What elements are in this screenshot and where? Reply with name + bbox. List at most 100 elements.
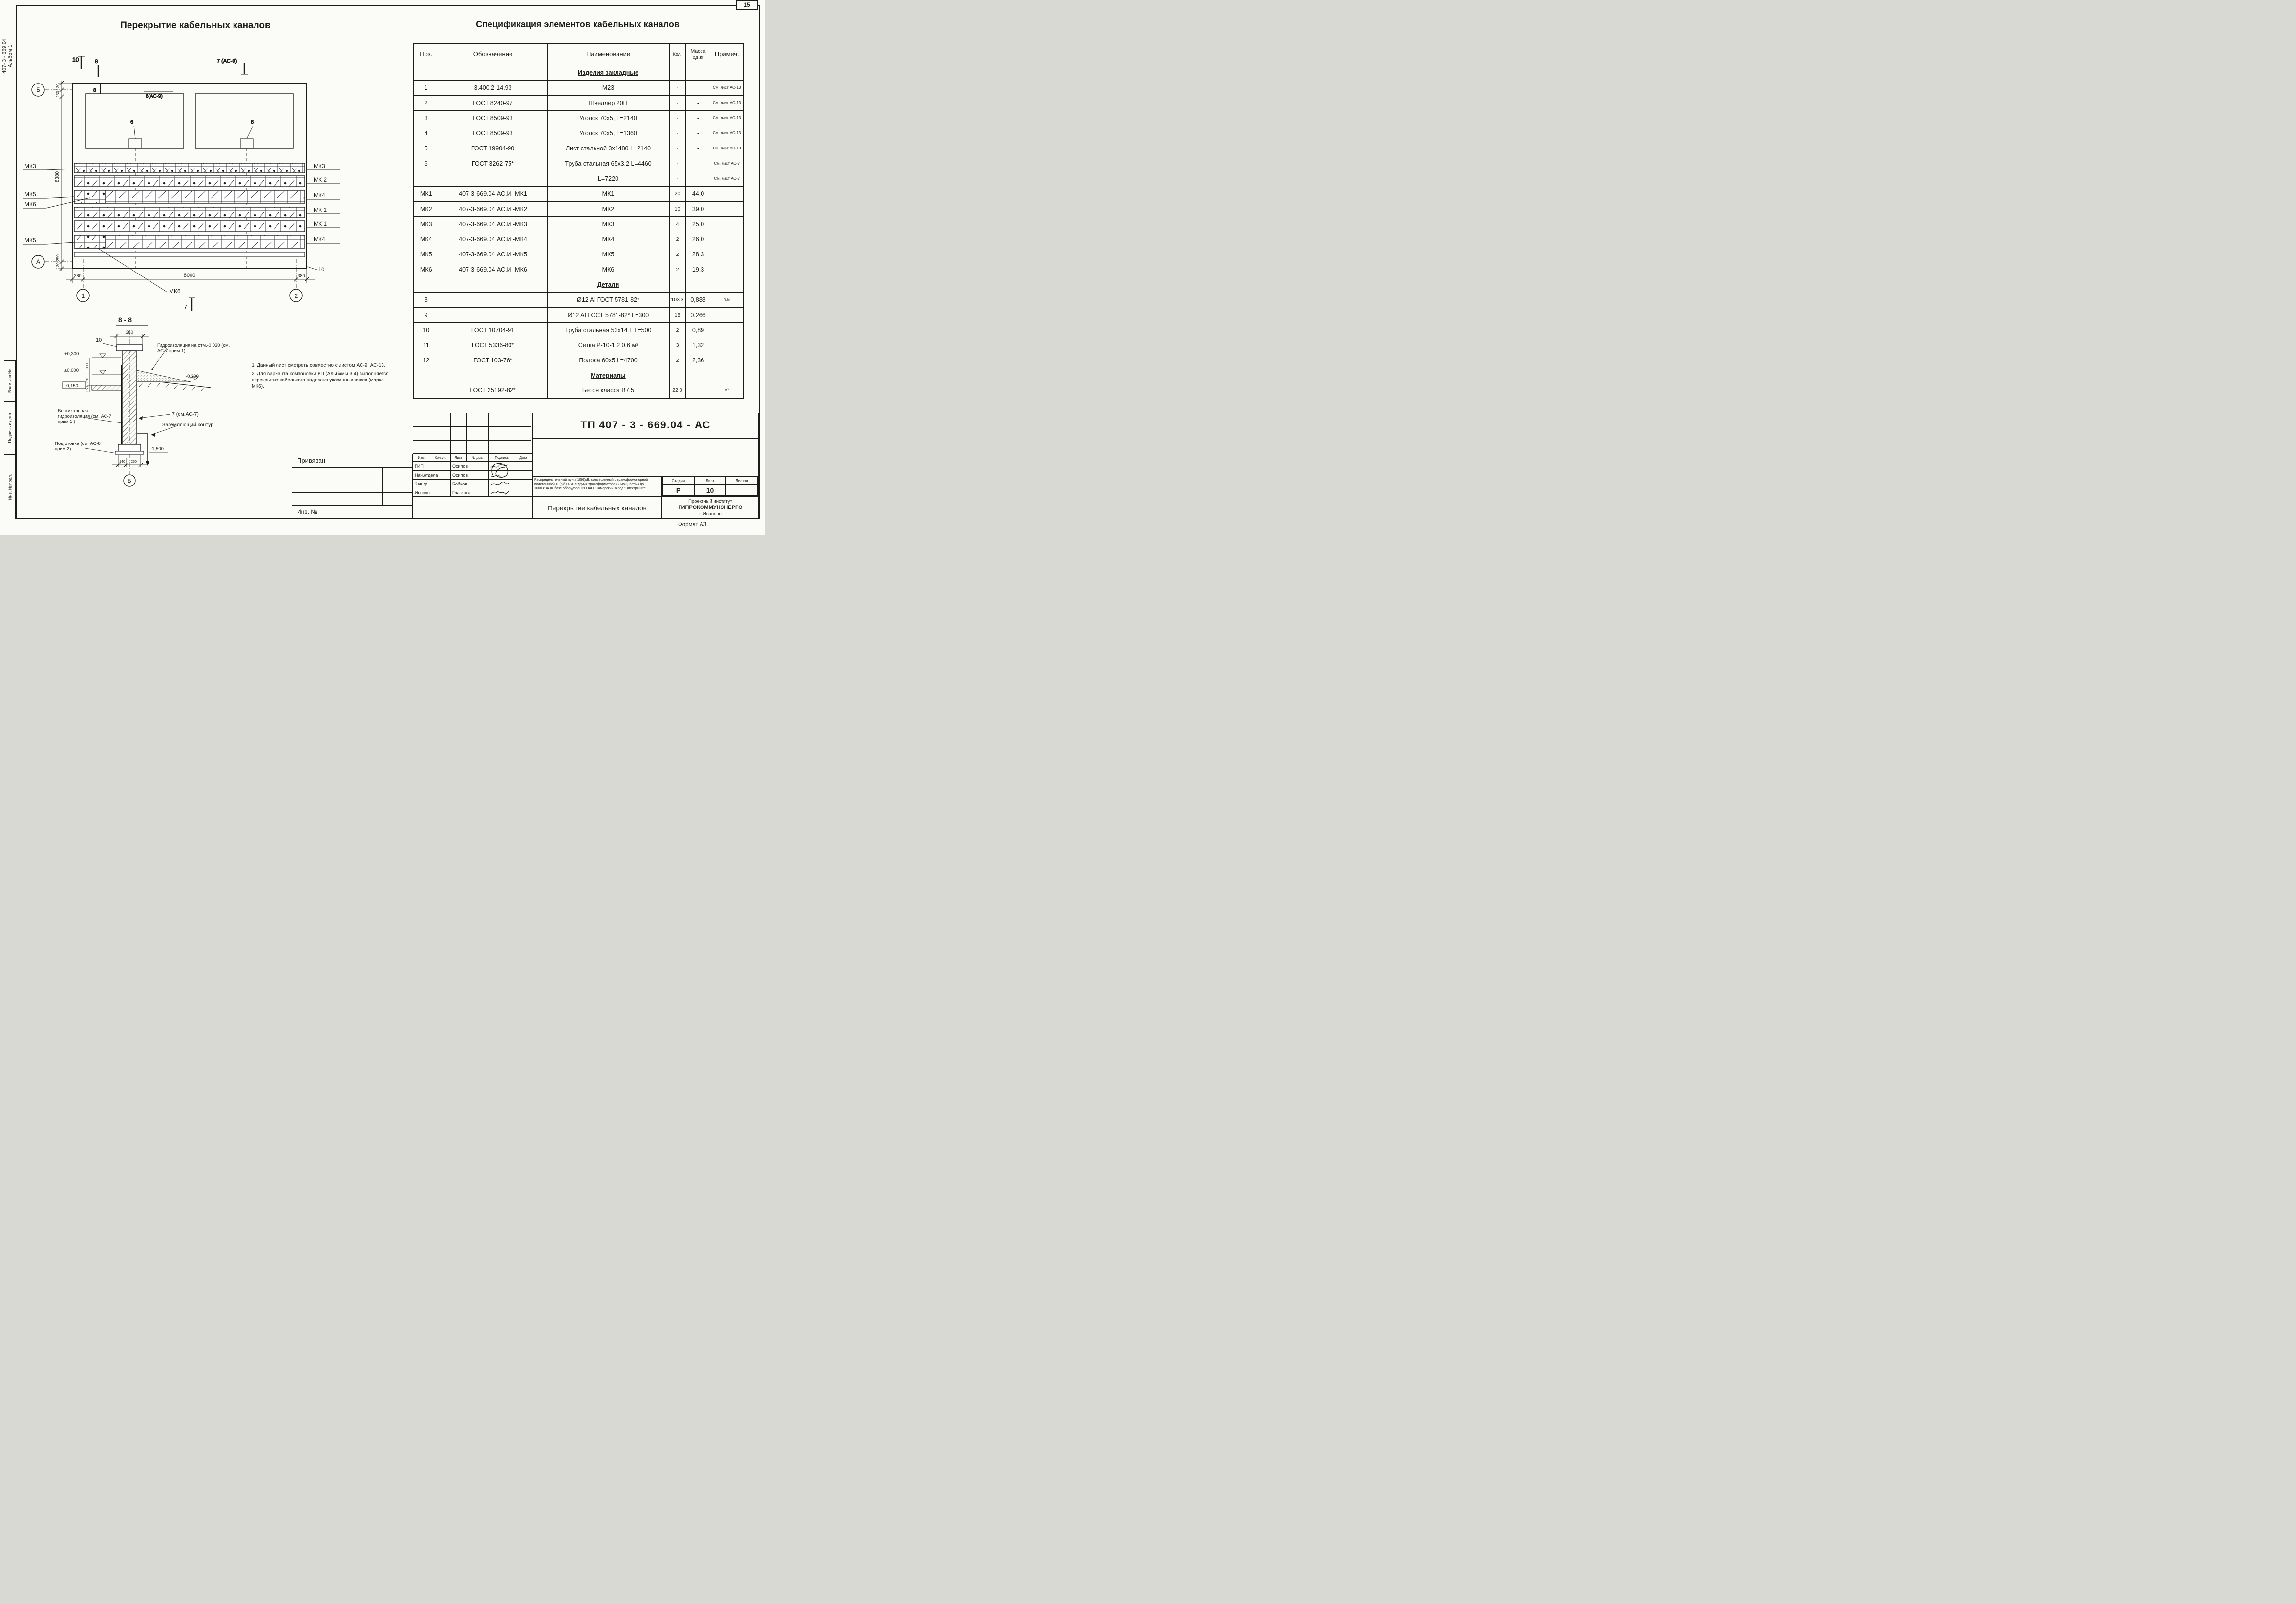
axis-b: Б: [36, 86, 40, 93]
spec-cell: Труба стальная 53х14 Г L=500: [547, 322, 670, 338]
empty-cell: [292, 480, 322, 493]
empty-cell: [322, 468, 352, 481]
dim-380-right: 380: [298, 274, 305, 278]
axis-a: А: [36, 258, 40, 265]
spec-cell: ГОСТ 3262-75*: [438, 155, 548, 171]
cells-mk5-lower: [74, 235, 106, 249]
spec-cell: Полоса 60х5 L=4700: [547, 352, 670, 368]
stamp-label: Подпись и дата: [7, 413, 13, 443]
spec-cell: МК1: [413, 186, 439, 202]
spec-cell: [710, 322, 744, 338]
spec-cell: 18: [669, 307, 686, 323]
level-zero: ±0,000: [64, 368, 79, 373]
sheet-value: 10: [694, 485, 726, 496]
empty-cell: [292, 492, 322, 505]
dim-260: 260: [131, 460, 137, 464]
spec-cell: ГОСТ 103-76*: [438, 352, 548, 368]
spec-section-row: Материалы: [413, 367, 744, 383]
dim-300: 300: [86, 363, 89, 369]
role-name: Осипов: [451, 471, 489, 479]
empty-cell: [430, 427, 451, 441]
dim-250-top: 250: [56, 91, 60, 98]
spec-cell: [710, 367, 744, 383]
stage-value: Р: [662, 485, 694, 496]
spec-cell: [710, 64, 744, 81]
spec-cell: М23: [547, 80, 670, 96]
spec-cell: 10: [669, 201, 686, 217]
spec-cell: Бетон класса В7.5: [547, 382, 670, 399]
mark-10-right: 10: [319, 267, 324, 273]
spec-cell: 2: [669, 322, 686, 338]
drawing-title: Перекрытие кабельных каналов: [120, 21, 271, 31]
spec-cell: 3: [669, 337, 686, 353]
empty-cell: [467, 441, 489, 454]
role-row: Нач.отдела Осипов: [413, 471, 532, 480]
sheet-number-box: 15: [736, 0, 758, 10]
role-name: Осипов: [451, 462, 489, 470]
plan-drawing: 10 8 7 (АС-9) 8 6(АС-9) 6 6: [23, 56, 340, 311]
label-mk6-bottom: МК6: [169, 288, 181, 295]
spec-cell: [685, 382, 711, 399]
dim-130-bottom: 130: [56, 262, 60, 269]
spec-cell: МК2: [547, 201, 670, 217]
empty-cell: [430, 441, 451, 454]
spec-cell: [710, 201, 744, 217]
role-row: Исполн. Глазкова: [413, 488, 532, 497]
label-mk3-left: МК3: [24, 163, 36, 169]
section-mark-8-inner: 8: [93, 88, 96, 93]
band-mk1-upper: [74, 207, 305, 218]
section-mark-7ac9: 7 (АС-9): [217, 58, 237, 64]
note-2: 2. Для варианта компоновки РП (Альбомы 3…: [252, 371, 389, 389]
axis-b-section: Б: [128, 478, 131, 484]
plan-label-mk6-bottom: МК6: [97, 248, 190, 295]
spec-cell: 407-3-669.04 АС.И -МК6: [438, 261, 548, 277]
rev-header-list: Лист: [451, 454, 467, 461]
spec-cell: Швеллер 20П: [547, 95, 670, 111]
spec-cell: L=7220: [547, 170, 670, 187]
spec-row: L=7220--См. лист АС-7: [413, 170, 744, 187]
spec-cell: Сетка Р-10-1.2 0,6 м²: [547, 337, 670, 353]
spec-cell: Ø12 AI ГОСТ 5781-82* L=300: [547, 307, 670, 323]
spec-cell: -: [669, 170, 686, 187]
spec-cell: [669, 64, 686, 81]
empty-cell: [413, 427, 430, 441]
spec-cell: ГОСТ 5336-80*: [438, 337, 548, 353]
spec-cell: МК5: [547, 246, 670, 262]
project-description: Распределительный пункт 10(6)кВ, совмеще…: [532, 476, 662, 497]
spec-cell: МК1: [547, 186, 670, 202]
spec-cell: См. лист АС-7: [710, 155, 744, 171]
spec-cell: [685, 367, 711, 383]
date-cell: [515, 488, 531, 497]
spec-cell: 19,3: [685, 261, 711, 277]
roles-block: ГИП Осипов Нач.отдела Осипов Зав.гр. Боб…: [413, 462, 532, 497]
level-minus-0300: -0,300: [186, 374, 199, 379]
spec-cell: [710, 231, 744, 247]
spec-cell: 9: [413, 307, 439, 323]
spec-cell: См. лист АС-13: [710, 95, 744, 111]
spec-cell: -: [685, 125, 711, 141]
date-cell: [515, 462, 531, 470]
band-mk4-upper: [74, 190, 305, 204]
dim-130-top: 130: [56, 84, 60, 90]
signature-scribble: [491, 463, 509, 478]
spec-cell: См. лист АС-13: [710, 110, 744, 126]
empty-cell: [489, 441, 515, 454]
spec-cell: [685, 64, 711, 81]
spec-cell: [669, 367, 686, 383]
spec-cell: ГОСТ 8509-93: [438, 110, 548, 126]
annotation-hydro: Гидроизоляция на отм.-0,030 (см. АС-7 пр…: [157, 343, 230, 354]
plan-cover-bands: [74, 163, 305, 257]
spec-cell: 5: [413, 140, 439, 156]
band-mk1-lower: [74, 220, 305, 232]
col-header-oboz: Обозначение: [438, 43, 548, 65]
spec-cell: МК6: [413, 261, 439, 277]
spec-cell: 407-3-669.04 АС.И -МК4: [438, 231, 548, 247]
spec-cell: 2: [669, 246, 686, 262]
section-mark-10: 10: [72, 56, 79, 63]
signature-cell: [489, 480, 515, 488]
